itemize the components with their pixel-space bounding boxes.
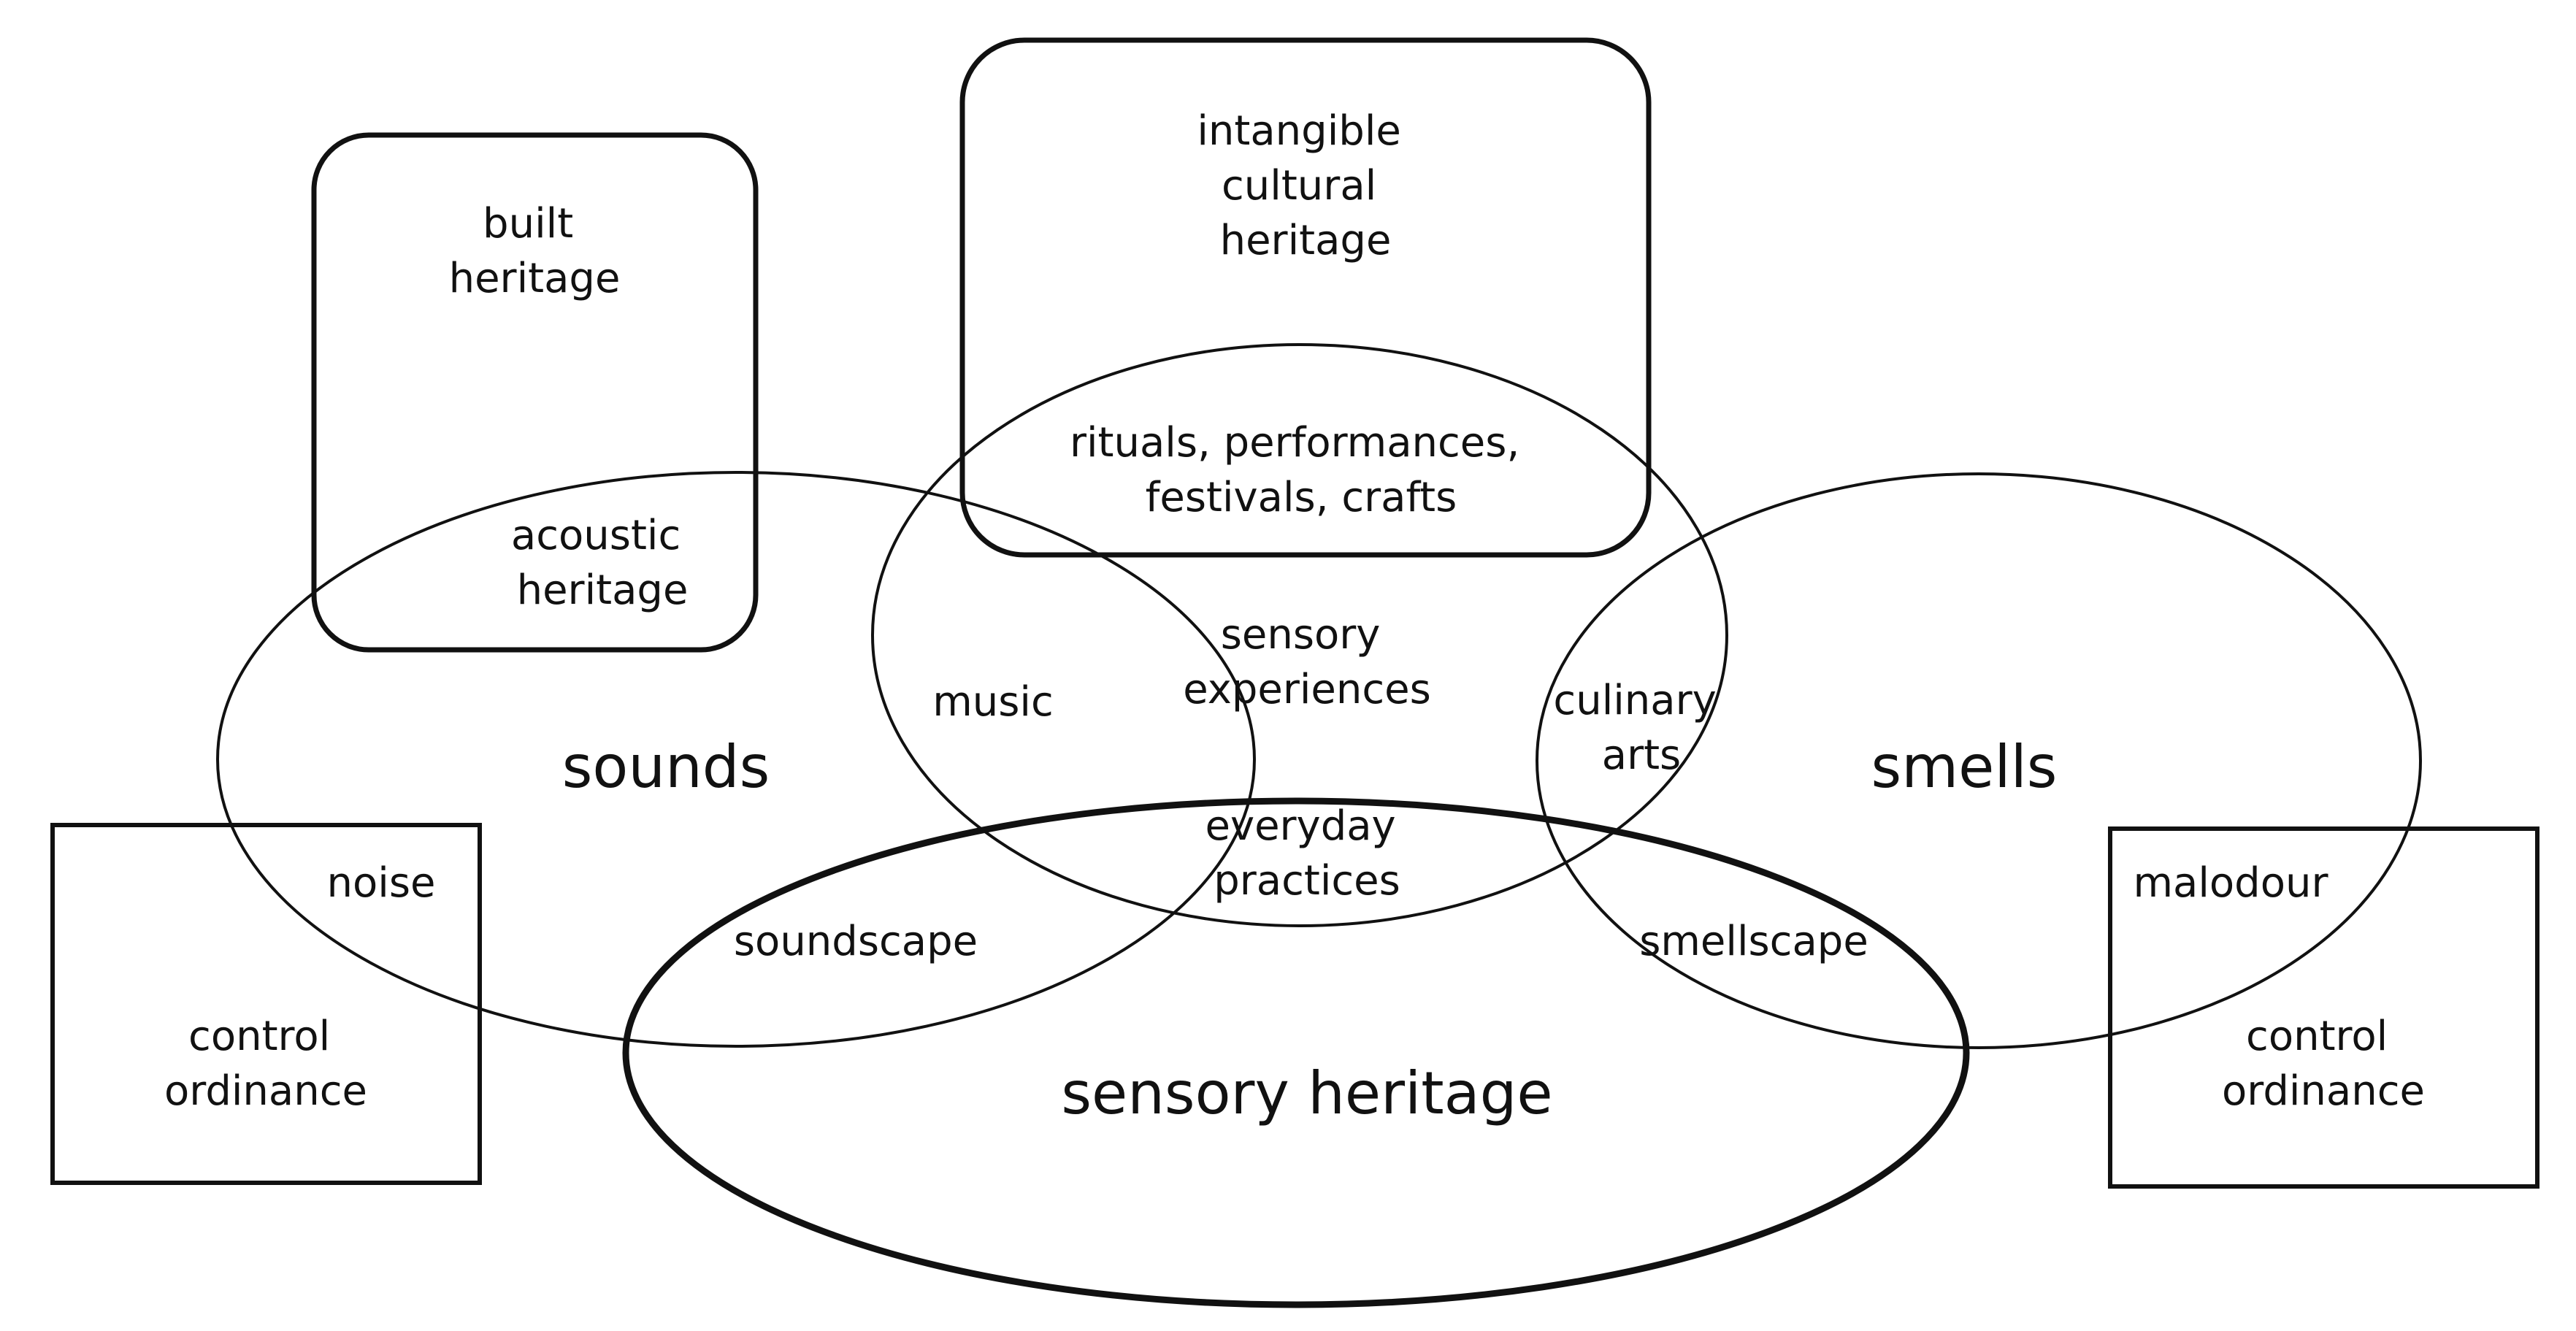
- acoustic-heritage-label: acoustic heritage: [511, 512, 694, 614]
- malodour-label: malodour: [2133, 859, 2328, 907]
- intangible-heritage-box: [959, 37, 1652, 558]
- music-label: music: [932, 678, 1054, 726]
- smellscape-label: smellscape: [1639, 918, 1868, 965]
- control-ordinance-box-right: [2108, 826, 2539, 1189]
- sounds-label: sounds: [562, 733, 770, 801]
- sounds-ellipse: [216, 471, 1256, 1048]
- sensory-experiences-label: sensory experiences: [1183, 611, 1431, 713]
- sensory-experiences-ellipse: [871, 343, 1728, 927]
- everyday-practices-label: everyday practices: [1205, 802, 1408, 905]
- sensory-heritage-label: sensory heritage: [1061, 1059, 1552, 1127]
- culinary-arts-label: culinary arts: [1553, 677, 1729, 779]
- soundscape-label: soundscape: [734, 918, 978, 965]
- rituals-label: rituals, performances, festivals, crafts: [1070, 419, 1533, 521]
- built-heritage-box: [311, 132, 759, 653]
- noise-label: noise: [327, 859, 436, 907]
- sensory-heritage-ellipse: [622, 797, 1970, 1308]
- smells-ellipse: [1536, 472, 2422, 1049]
- control-ordinance-right-label: control ordinance: [2222, 1013, 2425, 1115]
- built-heritage-label: built heritage: [449, 200, 621, 302]
- intangible-cultural-heritage-label: intangible cultural heritage: [1197, 107, 1414, 264]
- control-ordinance-box-left: [50, 823, 482, 1185]
- smells-label: smells: [1871, 733, 2058, 801]
- control-ordinance-left-label: control ordinance: [164, 1013, 367, 1115]
